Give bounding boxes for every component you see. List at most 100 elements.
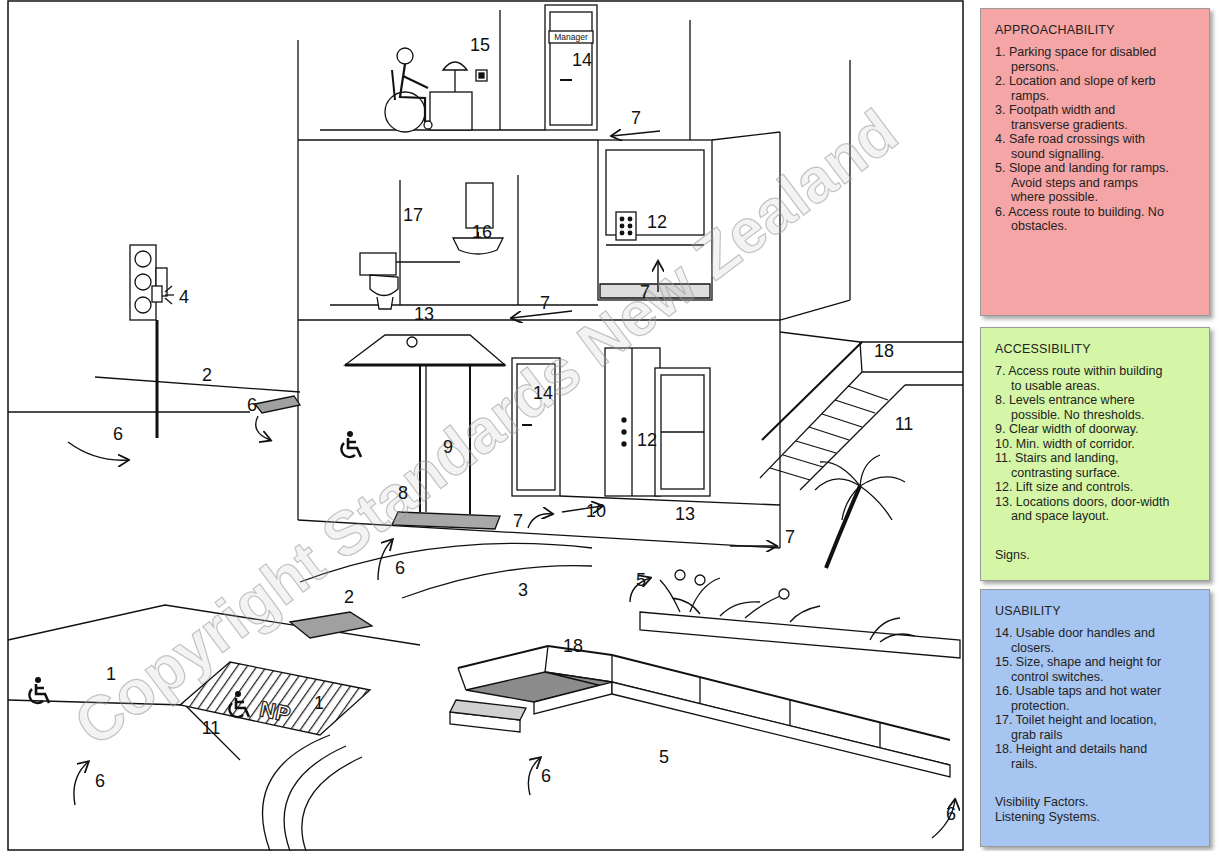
callout-number: 9 — [443, 438, 453, 456]
category-panel: USABILITY14. Usable door handles and clo… — [980, 589, 1210, 847]
callout-number: 7 — [785, 528, 795, 546]
stair-tread — [809, 427, 849, 440]
person-arm — [403, 76, 428, 88]
route-arrow — [512, 311, 572, 318]
flower — [675, 570, 685, 580]
stair-tread — [783, 455, 823, 467]
callout-number: 5 — [636, 571, 646, 589]
callout-number: 18 — [563, 637, 583, 655]
palm-tree — [815, 455, 905, 568]
step — [450, 700, 526, 720]
list-item: 18. Height and details hand rails. — [995, 742, 1175, 771]
stairs — [760, 332, 963, 490]
stair-tread — [848, 386, 888, 400]
panel-heading: APPROACHABILITY — [995, 23, 1197, 38]
hand-rail — [762, 342, 862, 440]
list-item: Signs. — [995, 548, 1175, 563]
entrance-post — [469, 365, 471, 514]
ramp-side — [612, 682, 950, 777]
list-item: 3. Footpath width and transverse gradien… — [995, 103, 1175, 132]
callout-number: 2 — [202, 366, 212, 384]
control-switch — [476, 70, 487, 81]
toilet-bowl — [370, 275, 398, 296]
footpath-edge — [300, 543, 592, 582]
parking-outline — [8, 605, 420, 645]
lift-shaft — [598, 140, 712, 300]
wheelchair-symbol — [341, 431, 361, 457]
mirror — [466, 183, 493, 228]
lift-floor — [600, 284, 710, 298]
route-arrow — [657, 262, 658, 292]
list-item: 2. Location and slope of kerb ramps. — [995, 74, 1175, 103]
route-arrows — [68, 131, 955, 838]
door-sign-plate — [549, 31, 593, 43]
landing-wall — [860, 342, 862, 372]
callout-number: 14 — [572, 51, 592, 69]
door-panel — [550, 12, 592, 125]
rail-post — [879, 722, 880, 748]
sound-signal — [165, 294, 174, 295]
route-arrow — [68, 442, 128, 460]
wheelchair-castor — [424, 121, 432, 129]
list-item: 14. Usable door handles and closers. — [995, 626, 1175, 655]
callout-number: 12 — [637, 431, 657, 449]
picture-frame — [8, 1, 963, 850]
route-arrow — [612, 131, 660, 136]
list-item: 6. Access route to building. No obstacle… — [995, 205, 1175, 234]
lift-button — [622, 430, 626, 434]
stair-tread — [822, 414, 862, 427]
grab-rail — [396, 261, 460, 262]
open-door — [655, 368, 710, 496]
road-edge — [8, 411, 250, 412]
canopy-light — [407, 337, 417, 347]
list-item: 15. Size, shape and height for control s… — [995, 655, 1175, 684]
braille-dot — [628, 224, 632, 228]
route-arrow — [528, 514, 552, 528]
palm-frond — [860, 455, 880, 486]
painted-marking: NP — [258, 698, 292, 726]
palm-frond — [860, 486, 892, 520]
list-item: Listening Systems. — [995, 810, 1175, 825]
floor-line — [712, 132, 780, 140]
entrance-post — [419, 365, 421, 512]
road-crossing — [8, 245, 300, 438]
stair-landing — [862, 371, 963, 372]
ground-floor — [345, 335, 710, 529]
callout-number: 10 — [586, 502, 606, 520]
building-wall — [779, 132, 780, 548]
list-item: 7. Access route within building to usabl… — [995, 364, 1175, 393]
door-handle — [560, 79, 572, 81]
floor-line — [330, 304, 598, 305]
callout-number: 17 — [403, 206, 423, 224]
callout-number: 6 — [946, 805, 956, 823]
traffic-light — [130, 245, 156, 320]
category-panel: APPROACHABILITY1. Parking space for disa… — [980, 8, 1210, 316]
callout-number: 11 — [895, 415, 914, 433]
palm-trunk — [826, 486, 860, 568]
route-arrow — [74, 762, 88, 805]
flower — [695, 575, 705, 585]
list-item: 16. Usable taps and hot water protection… — [995, 684, 1175, 713]
route-arrow — [256, 416, 270, 440]
list-item: 5. Slope and landing for ramps. Avoid st… — [995, 161, 1175, 205]
wheelchair-symbol — [229, 691, 249, 717]
partition-wall — [399, 180, 400, 305]
lamp-stand — [454, 70, 455, 92]
callout-number: 1 — [314, 694, 324, 712]
list-item: 4. Safe road crossings with sound signal… — [995, 132, 1175, 161]
push-button — [152, 286, 162, 302]
kerb-ramp — [255, 396, 300, 413]
stair-stringer — [800, 385, 905, 490]
panel-heading: ACCESSIBILITY — [995, 342, 1197, 357]
callout-number: 7 — [540, 294, 550, 312]
footpath — [300, 543, 592, 598]
rail-post — [545, 646, 548, 672]
callout-number: 7 — [513, 512, 523, 530]
callout-number: 6 — [247, 396, 257, 414]
toilet-base — [377, 297, 393, 309]
callout-number: 16 — [472, 223, 492, 241]
callout-number: 11 — [202, 719, 221, 737]
door-jamb — [499, 10, 500, 130]
toilet-room — [360, 175, 518, 309]
